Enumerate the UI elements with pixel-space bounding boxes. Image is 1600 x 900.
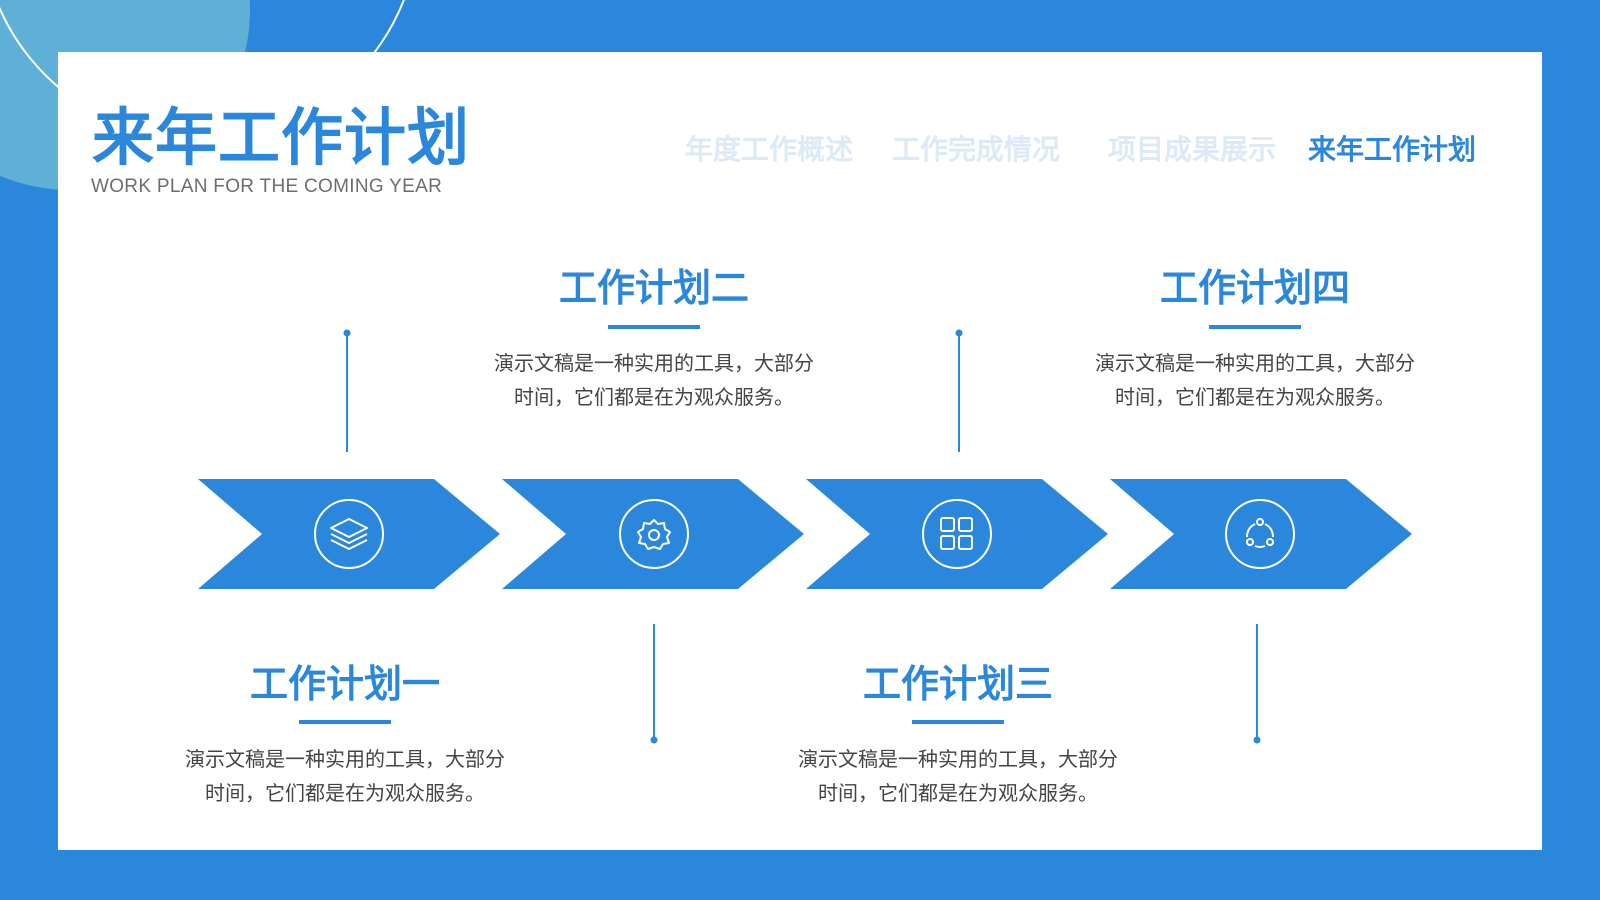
plan-underline-4 [1209, 325, 1301, 329]
content-card [58, 52, 1542, 850]
page-title: 来年工作计划 [92, 101, 471, 174]
gear-icon [619, 499, 689, 569]
plan-desc-2-line1: 演示文稿是一种实用的工具，大部分 [494, 351, 814, 375]
nav-item-next-year-plan[interactable]: 来年工作计划 [1308, 133, 1477, 166]
plan-desc-1-line1: 演示文稿是一种实用的工具，大部分 [185, 747, 505, 771]
plan-desc-4: 演示文稿是一种实用的工具，大部分 时间，它们都是在为观众服务。 [1055, 346, 1455, 414]
plan-title-2: 工作计划二 [558, 266, 749, 310]
plan-underline-1 [299, 720, 391, 724]
plan-desc-3: 演示文稿是一种实用的工具，大部分 时间，它们都是在为观众服务。 [758, 742, 1158, 810]
chevron-arrow-4 [1110, 479, 1412, 589]
plan-desc-4-line1: 演示文稿是一种实用的工具，大部分 [1095, 351, 1415, 375]
plan-underline-3 [912, 720, 1004, 724]
plan-title-1: 工作计划一 [249, 662, 440, 706]
plan-desc-4-line2: 时间，它们都是在为观众服务。 [1115, 385, 1395, 409]
plan-desc-2-line2: 时间，它们都是在为观众服务。 [514, 385, 794, 409]
grid-icon [922, 499, 992, 569]
plan-underline-2 [608, 325, 700, 329]
nav-item-work-status[interactable]: 工作完成情况 [892, 133, 1061, 166]
nav-item-project-results[interactable]: 项目成果展示 [1108, 133, 1277, 166]
plan-desc-2: 演示文稿是一种实用的工具，大部分 时间，它们都是在为观众服务。 [454, 346, 854, 414]
chevron-arrow-1 [198, 479, 500, 589]
plan-desc-1: 演示文稿是一种实用的工具，大部分 时间，它们都是在为观众服务。 [145, 742, 545, 810]
cycle-icon [1225, 499, 1295, 569]
plan-title-4: 工作计划四 [1159, 266, 1350, 310]
plan-title-3: 工作计划三 [862, 662, 1053, 706]
connector-dot-1 [343, 329, 351, 337]
chevron-arrow-2 [502, 479, 804, 589]
layers-icon [314, 499, 384, 569]
connector-dot-3 [955, 329, 963, 337]
plan-desc-3-line1: 演示文稿是一种实用的工具，大部分 [798, 747, 1118, 771]
plan-desc-1-line2: 时间，它们都是在为观众服务。 [205, 781, 485, 805]
connector-dot-4 [1253, 736, 1261, 744]
page-subtitle: WORK PLAN FOR THE COMING YEAR [91, 176, 443, 197]
chevron-arrow-3 [806, 479, 1108, 589]
connector-dot-2 [650, 736, 658, 744]
plan-desc-3-line2: 时间，它们都是在为观众服务。 [818, 781, 1098, 805]
nav-item-annual-overview[interactable]: 年度工作概述 [685, 133, 854, 166]
